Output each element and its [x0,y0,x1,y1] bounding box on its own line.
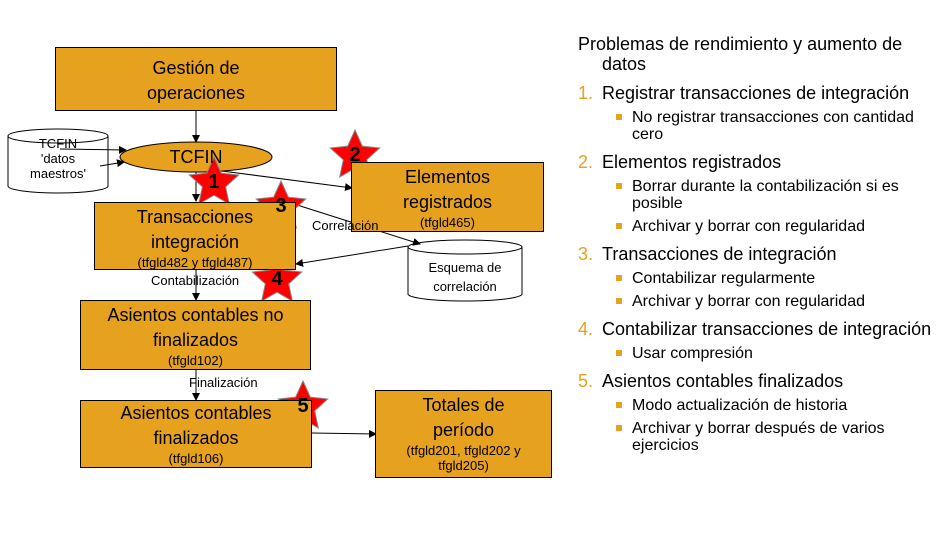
problem-item: 2. Elementos registrados [578,152,948,172]
problem-item: 4. Contabilizar transacciones de integra… [578,319,948,339]
cylinder-text-line: 'datos [40,151,76,166]
square-bullet-icon [616,425,622,431]
square-bullet-icon [616,350,622,356]
square-bullet-icon [616,298,622,304]
problem-subitem-text: Modo actualización de historia [632,397,848,414]
box-table-ref: (tfgld465) [420,215,475,230]
box-transacciones-integracion: Transacciones integración (tfgld482 y tf… [94,202,296,270]
star-1 [188,155,240,205]
star-number-2: 2 [349,144,361,166]
star-number-3: 3 [275,195,287,217]
box-table-ref: (tfgld102) [168,353,223,368]
star-number-4: 4 [271,268,283,290]
box-title-line: registrados [402,192,493,212]
problem-subitem-text: No registrar transacciones con cantidad … [632,109,914,143]
problem-subitem: Archivar y borrar con regularidad [578,293,948,310]
problem-subitem-text: Borrar durante la contabilización si es … [632,178,899,212]
box-asientos-finalizados: Asientos contables finalizados (tfgld106… [80,400,312,468]
star-number-5: 5 [297,395,309,417]
problem-subitem: Borrar durante la contabilización si es … [578,178,948,212]
box-asientos-no-finalizados: Asientos contables no finalizados (tfgld… [80,300,311,370]
box-title-line: finalizados [153,428,239,448]
problem-title: Transacciones de integración [602,244,837,264]
box-table-ref: (tfgld106) [168,451,224,466]
problem-item: 5. Asientos contables finalizados [578,371,948,391]
tcfin-data-cylinder [7,128,109,194]
square-bullet-icon [616,114,622,120]
problem-subitem-text: Archivar y borrar después de varios ejer… [632,420,885,454]
box-title-line: integración [150,232,240,252]
problem-number: 1. [578,83,594,103]
box-totales-periodo: Totales de período (tfgld201, tfgld202 y… [375,390,552,478]
cylinder-text-line: Esquema de [428,260,502,275]
label-finalizacion: Finalización [189,375,258,390]
problem-title: Asientos contables finalizados [602,371,844,391]
problem-title: Registrar transacciones de integración [602,83,910,103]
box-title-line: Gestión de [152,58,240,78]
star-4 [251,252,303,302]
square-bullet-icon [616,402,622,408]
problem-subitem: Contabilizar regularmente [578,270,948,287]
problem-number: 3. [578,244,594,264]
problem-subitem-text: Usar compresión [632,345,753,362]
problem-number: 4. [578,319,594,339]
square-bullet-icon [616,223,622,229]
esquema-cylinder [407,239,523,302]
problem-subitem: Archivar y borrar con regularidad [578,218,948,235]
box-table-ref: (tfgld201, tfgld202 y [406,443,521,458]
box-table-ref: (tfgld482 y tfgld487) [137,255,253,270]
cylinder-text-line: correlación [433,279,497,294]
problems-panel: Problemas de rendimiento y aumento de da… [578,34,948,454]
problem-subitem-text: Archivar y borrar con regularidad [632,293,865,310]
problem-title: Elementos registrados [602,152,782,172]
box-title-line: Asientos contables no [107,305,284,325]
cylinder-text-line: maestros' [30,166,86,181]
esquema-cylinder-label: Esquema de correlación [408,258,522,296]
problems-heading-text: Problemas de rendimiento y aumento de da… [578,34,903,74]
star-number-1: 1 [208,171,220,193]
tcfin-ellipse-label: TCFIN [169,147,223,167]
square-bullet-icon [616,275,622,281]
box-title-line: Asientos contables [120,403,272,423]
box-title-line: Totales de [422,395,505,415]
box-title-line: Elementos [404,167,491,187]
box-elementos-registrados: Elementos registrados (tfgld465) [351,162,544,232]
box-title-line: finalizados [152,330,239,350]
problem-item: 1. Registrar transacciones de integració… [578,83,948,103]
problem-item: 3. Transacciones de integración [578,244,948,264]
problems-heading: Problemas de rendimiento y aumento de da… [578,34,948,74]
tcfin-cylinder-label: TCFIN 'datos maestros' [8,136,108,181]
square-bullet-icon [616,183,622,189]
problem-subitem-text: Contabilizar regularmente [632,270,816,287]
box-table-ref: tfgld205) [438,458,489,473]
box-gestion-operaciones: Gestión de operaciones [55,47,337,111]
box-title-line: operaciones [146,83,246,103]
problem-title: Contabilizar transacciones de integració… [602,319,932,339]
problem-subitem: No registrar transacciones con cantidad … [578,109,948,143]
box-title-line: período [432,420,495,440]
problem-subitem-text: Archivar y borrar con regularidad [632,218,865,235]
problem-number: 2. [578,152,594,172]
label-contabilizacion: Contabilización [151,273,240,288]
label-correlacion: Correlación [312,218,379,233]
box-title-line: Transacciones [136,207,254,227]
problem-subitem: Modo actualización de historia [578,397,948,414]
problem-subitem: Usar compresión [578,345,948,362]
problem-subitem: Archivar y borrar después de varios ejer… [578,420,948,454]
cylinder-text-line: TCFIN [38,136,78,151]
problem-number: 5. [578,371,594,391]
